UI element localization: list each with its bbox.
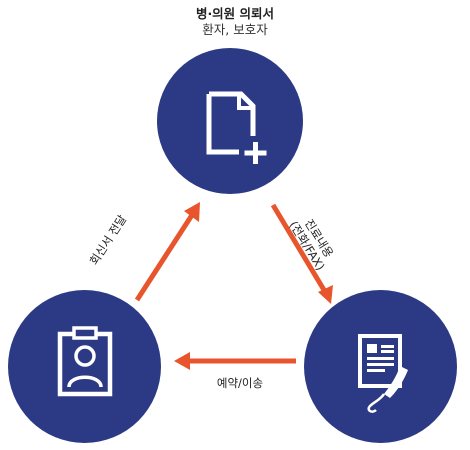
node-referral xyxy=(157,48,303,194)
patient-clipboard-icon xyxy=(57,326,113,397)
arrow-left-to-top xyxy=(134,202,200,302)
arrow-top-to-right xyxy=(270,203,333,304)
diagram-title: 병·의원 의뢰서 xyxy=(195,6,275,21)
node-hospital xyxy=(304,290,457,443)
diagram-subtitle: 환자, 보호자 xyxy=(202,22,268,37)
header: 병·의원 의뢰서 환자, 보호자 xyxy=(135,6,335,38)
edge-label-right-to-left: 예약/이송 xyxy=(216,376,264,390)
node-patient xyxy=(8,290,161,443)
arrow-right-to-left xyxy=(174,352,296,370)
fax-phone-icon xyxy=(358,334,408,413)
document-add-icon xyxy=(206,91,267,164)
